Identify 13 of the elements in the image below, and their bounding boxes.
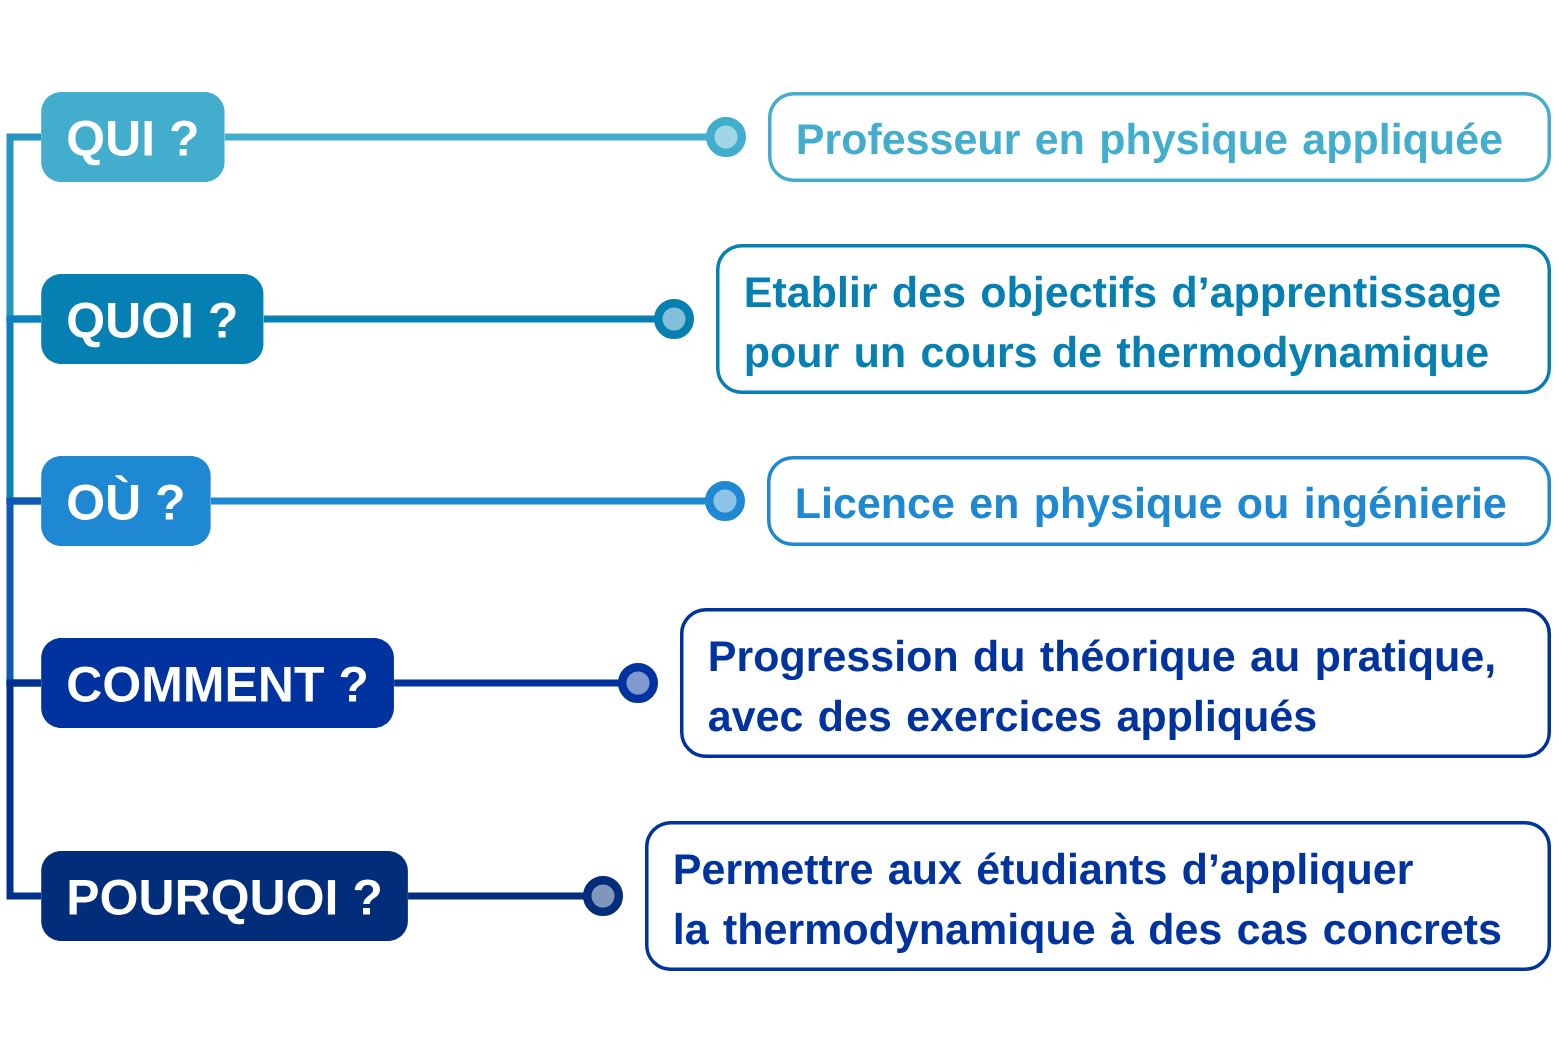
- connector-line: [210, 481, 745, 521]
- question-box: OÙ ?: [41, 456, 211, 546]
- connector-line: [263, 299, 694, 339]
- question-box: COMMENT ?: [41, 638, 394, 728]
- answer-box: Permettre aux étudiants d’appliquer la thermodynamique à des cas concrets: [645, 821, 1551, 971]
- answer-box: Etablir des objectifs d’apprentissage pour un cours de thermodynamique: [716, 244, 1551, 394]
- question-box: POURQUOI ?: [41, 851, 408, 941]
- answer-box: Professeur en physique appliquée: [768, 92, 1551, 182]
- answer-box: Progression du théorique au pratique, avec des exercices appliqués: [680, 608, 1551, 758]
- answer-box: Licence en physique ou ingénierie: [767, 456, 1551, 546]
- connector-line: [224, 117, 746, 157]
- question-box: QUI ?: [41, 92, 225, 182]
- question-box: QUOI ?: [41, 274, 264, 364]
